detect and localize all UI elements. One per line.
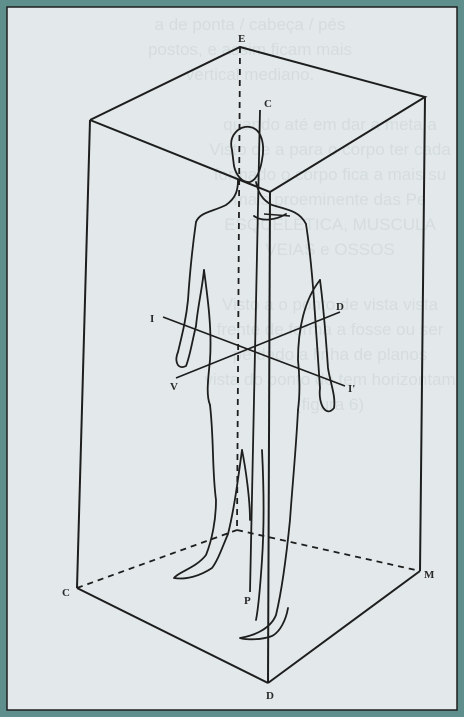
label-vertical-axis-top: C — [264, 98, 272, 110]
label-sagittal-front: V — [170, 381, 178, 393]
label-transverse-right: I' — [348, 383, 355, 395]
ghost-line: vertical mediano. — [186, 65, 315, 84]
ghost-line: quando até em dar a meta a — [223, 115, 437, 134]
label-sagittal-back: D — [336, 301, 344, 313]
ghost-line: VEIAS e OSSOS — [265, 240, 394, 259]
label-left-corner: C — [62, 587, 70, 599]
ghost-line: mais proeminente das Pe — [234, 190, 427, 209]
label-top: E — [238, 33, 245, 45]
label-right-corner: M — [424, 569, 435, 581]
ghost-line: frente de forma a fosse ou ser — [217, 320, 444, 339]
ghost-line: a de ponta / cabeça / pés — [155, 15, 346, 34]
label-vertical-axis-bottom: P — [244, 595, 251, 607]
ghost-line: Visto a o ponto de vista vista — [222, 295, 439, 314]
label-bottom: D — [266, 690, 274, 702]
label-transverse-left: I — [150, 313, 154, 325]
ghost-line: formado o corpo fica a mais su — [214, 165, 446, 184]
